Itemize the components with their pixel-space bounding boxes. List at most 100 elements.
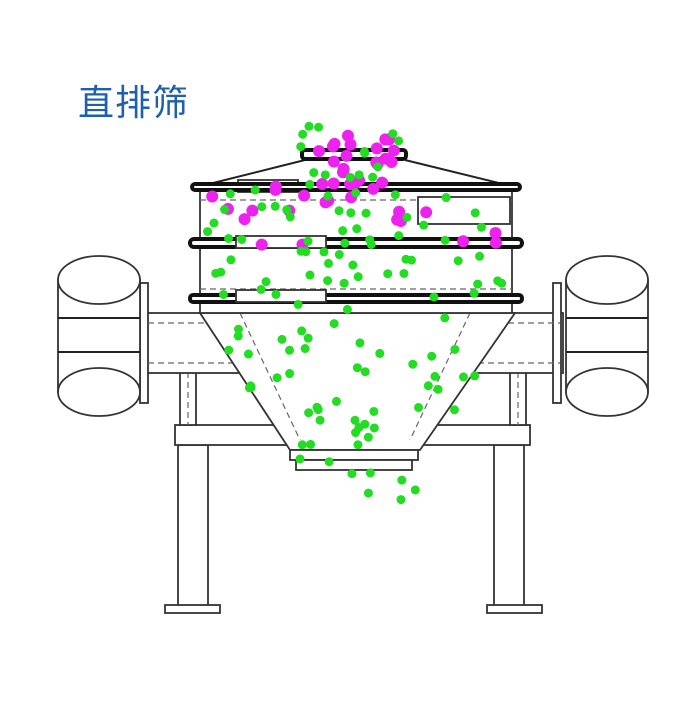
fine-particle <box>440 313 450 323</box>
fine-particle <box>348 260 358 270</box>
fine-particle <box>365 468 375 478</box>
fine-particle <box>285 345 295 355</box>
fine-particle <box>347 469 357 479</box>
coarse-particle <box>370 142 383 155</box>
fine-particle <box>203 227 213 237</box>
diagram-title: 直排筛 <box>78 83 190 124</box>
coarse-particle <box>298 189 311 202</box>
fine-particle <box>209 218 219 228</box>
fine-particle <box>297 440 307 450</box>
fine-particle <box>470 371 480 381</box>
fine-particle <box>301 247 311 257</box>
fine-particle <box>285 369 295 379</box>
fine-particle <box>338 226 348 236</box>
fine-particle <box>323 276 333 286</box>
fine-particle <box>218 289 228 299</box>
fine-particle <box>303 333 313 343</box>
fine-particle <box>390 190 400 200</box>
coarse-particle <box>206 190 219 203</box>
coarse-particle <box>457 235 470 248</box>
coarse-particle <box>313 145 326 158</box>
fine-particle <box>353 440 363 450</box>
fine-particle <box>345 172 355 182</box>
fine-particle <box>366 239 376 249</box>
fine-particle <box>298 129 308 139</box>
fine-particle <box>450 344 460 354</box>
fine-particle <box>423 381 433 391</box>
fine-particle <box>352 224 362 234</box>
fine-particle <box>297 326 307 336</box>
coarse-particle <box>489 236 502 249</box>
outlet <box>289 449 419 461</box>
fine-particle <box>475 251 485 261</box>
fine-particle <box>353 272 363 282</box>
fine-particle <box>225 189 235 199</box>
fine-particle <box>220 205 230 215</box>
fine-particle <box>224 233 234 243</box>
fine-particle <box>429 292 439 302</box>
coarse-particle <box>385 156 398 169</box>
fine-particle <box>250 185 260 195</box>
coarse-particle <box>391 213 404 226</box>
fine-particle <box>414 402 424 412</box>
fine-particle <box>293 299 303 309</box>
fine-particle <box>375 348 385 358</box>
coarse-particle <box>341 129 354 142</box>
fine-particle <box>476 222 486 232</box>
fine-particle <box>394 231 404 241</box>
fine-particle <box>363 432 373 442</box>
fine-particle <box>469 288 479 298</box>
fine-particle <box>314 122 324 132</box>
fine-particle <box>397 475 407 485</box>
fine-particle <box>211 268 221 278</box>
fine-particle <box>270 201 280 211</box>
fine-particle <box>339 278 349 288</box>
fine-particle <box>373 162 383 172</box>
fine-particle <box>243 349 253 359</box>
fine-particle <box>334 250 344 260</box>
fine-particle <box>320 170 330 180</box>
coarse-particle <box>238 213 251 226</box>
coarse-particle <box>316 178 329 191</box>
fine-particle <box>233 331 243 341</box>
fine-particle <box>303 236 313 246</box>
coarse-particle <box>255 238 268 251</box>
fine-particle <box>399 268 409 278</box>
fine-particle <box>296 142 306 152</box>
fine-particle <box>352 363 362 373</box>
fine-particle <box>360 148 370 158</box>
motor-left <box>57 255 141 417</box>
fine-particle <box>304 121 314 131</box>
coarse-particle <box>344 178 357 191</box>
coarse-particle <box>420 206 433 219</box>
coarse-particle <box>387 144 400 157</box>
fine-particle <box>315 415 325 425</box>
fine-particle <box>369 423 379 433</box>
fine-particle <box>470 208 480 218</box>
fine-particle <box>237 234 247 244</box>
coarse-particle <box>376 176 389 189</box>
fine-particle <box>295 454 305 464</box>
coarse-particle <box>327 155 340 168</box>
particles <box>203 121 507 505</box>
fine-particle <box>430 371 440 381</box>
coarse-particle <box>246 204 259 217</box>
fine-particle <box>323 191 333 201</box>
fine-particle <box>305 270 315 280</box>
fine-particle <box>383 269 393 279</box>
fine-particle <box>406 255 416 265</box>
fine-particle <box>433 384 443 394</box>
fine-particle <box>257 202 267 212</box>
fine-particle <box>340 238 350 248</box>
fine-particle <box>410 485 420 495</box>
coarse-particle <box>367 182 380 195</box>
fine-particle <box>300 344 310 354</box>
fine-particle <box>363 488 373 498</box>
coarse-particle <box>269 180 282 193</box>
fine-particle <box>458 372 468 382</box>
coarse-particle <box>489 227 502 240</box>
motor-right <box>565 255 649 417</box>
fine-particle <box>361 208 371 218</box>
fine-particle <box>351 188 361 198</box>
